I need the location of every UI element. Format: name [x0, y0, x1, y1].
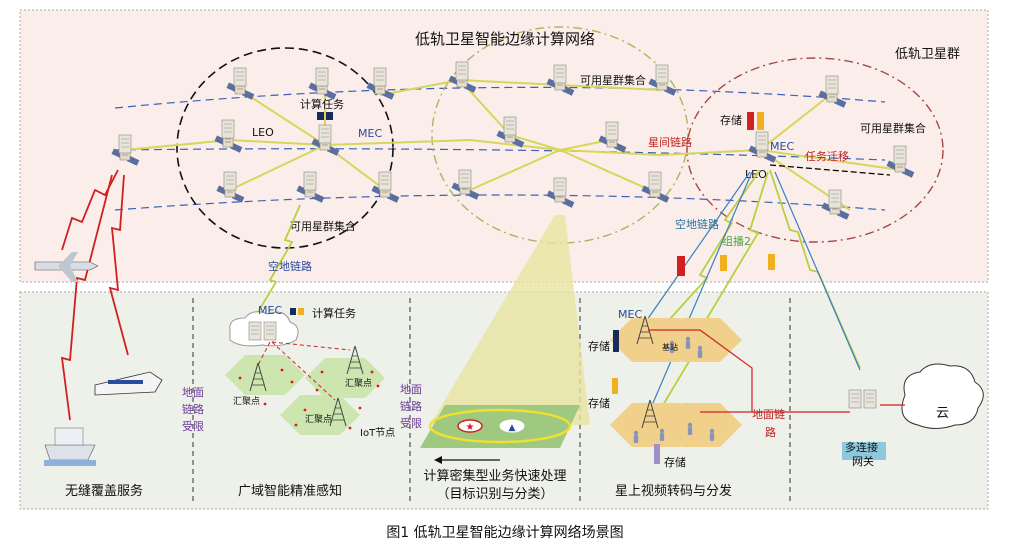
task-migration-line	[769, 164, 891, 176]
space-ground-link-right	[659, 169, 761, 331]
task-block	[290, 308, 296, 315]
multicast-label: 组播2	[722, 234, 751, 248]
mec-label-right: MEC	[770, 140, 794, 153]
storage-bar	[612, 378, 618, 394]
blue-link-2	[649, 171, 753, 411]
gateway-label: 多连接 网关	[845, 440, 882, 468]
target-triangle: ▲	[509, 423, 516, 433]
compute-task-label-top: 计算任务	[300, 97, 344, 111]
ground-link-limited-2: 地面 链路 受限	[400, 383, 426, 430]
multicast-bar-red	[677, 256, 685, 276]
cluster-ellipse-left	[176, 47, 394, 249]
space-panel	[19, 9, 989, 283]
sink-node-label: 汇聚点	[233, 396, 260, 407]
mec-label-left: MEC	[358, 127, 382, 140]
orbit-line-bottom	[114, 194, 886, 211]
task-migration-label: 任务迁移	[805, 150, 849, 163]
space-ground-link-label-left: 空地链路	[268, 259, 312, 273]
storage-bar-red	[747, 112, 754, 130]
ground-link-label: 地面链 路	[752, 407, 789, 439]
cloud-shape	[901, 363, 984, 429]
orbit-line-top	[114, 86, 886, 109]
task-block	[317, 112, 324, 120]
panel1-title: 无缝覆盖服务	[65, 483, 143, 499]
storage-label-2: 存储	[588, 396, 610, 410]
iot-node-label: IoT节点	[360, 427, 395, 439]
link-to-train	[108, 174, 129, 356]
target-star: ★	[466, 422, 475, 433]
panel3-title-line2: （目标识别与分类）	[436, 487, 553, 502]
panel2-task: 计算任务	[312, 306, 356, 320]
constellation-label: 低轨卫星群	[895, 47, 960, 62]
storage-bar	[613, 330, 619, 352]
inter-satellite-link-label: 星间链路	[648, 135, 692, 149]
multicast-bar-yellow	[720, 255, 727, 271]
sensing-links	[257, 341, 351, 401]
video-hexagons	[610, 318, 742, 447]
airplane	[34, 252, 99, 282]
diagram-title: 低轨卫星智能边缘计算网络	[415, 30, 595, 48]
space-ground-link-left	[257, 204, 301, 313]
ground-link-line	[648, 329, 753, 413]
multicast-bar-yellow	[768, 254, 775, 270]
train	[94, 371, 163, 396]
blue-link-3	[774, 171, 861, 371]
cloud-label: 云	[936, 406, 949, 421]
space-ground-link-label-right: 空地链路	[675, 217, 719, 231]
panel3-title-line1: 计算密集型业务快速处理	[423, 468, 566, 484]
leo-label-left: LEO	[252, 126, 274, 139]
available-cluster-top: 可用星群集合	[580, 73, 646, 87]
sink-node-label: 汇聚点	[305, 414, 332, 425]
panel2-mec: MEC	[258, 304, 282, 317]
cluster-ellipse-right	[686, 57, 944, 243]
panel2-title: 广域智能精准感知	[238, 483, 342, 499]
target-ring	[428, 408, 572, 444]
storage-label-3: 存储	[664, 455, 686, 469]
sensing-beam	[430, 215, 590, 425]
arrow-left-head	[434, 456, 442, 464]
available-cluster-bottom: 可用星群集合	[290, 219, 356, 233]
sink-node-label: 汇聚点	[345, 378, 372, 389]
iot-nodes	[238, 368, 380, 430]
task-block	[298, 308, 304, 315]
task-block	[326, 112, 333, 120]
panel4-title: 星上视频转码与分发	[615, 483, 732, 499]
target-marker-red	[457, 419, 483, 433]
storage-label-top: 存储	[720, 113, 742, 127]
base-station-label: 基站	[662, 342, 678, 352]
blue-link-1	[639, 171, 751, 331]
available-cluster-right: 可用星群集合	[860, 121, 926, 135]
ground-link-limited-1: 地面 链路 受限	[182, 386, 208, 433]
orbit-line-middle	[114, 148, 886, 161]
storage-bar	[654, 444, 660, 464]
gateway-box	[842, 442, 886, 460]
ship	[44, 427, 96, 466]
panel4-mec: MEC	[618, 308, 642, 321]
storage-bar-yellow	[757, 112, 764, 130]
target-marker-blue	[499, 419, 525, 433]
figure-caption: 图1 低轨卫星智能边缘计算网络场景图	[386, 525, 623, 541]
storage-label-1: 存储	[588, 339, 610, 353]
